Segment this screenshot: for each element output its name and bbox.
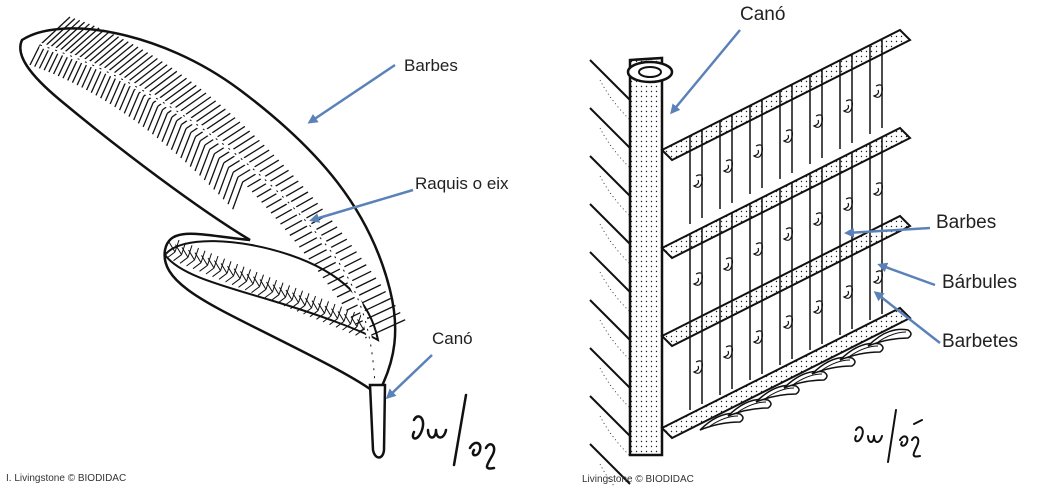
credit-left: I. Livingstone © BIODIDAC xyxy=(6,473,126,484)
label-barbes-right: Barbes xyxy=(936,212,996,234)
shaft xyxy=(630,58,662,455)
label-barbes-left: Barbes xyxy=(404,56,458,76)
label-cano-left: Canó xyxy=(432,329,473,349)
feather-calamus xyxy=(370,385,385,458)
arrow-cano-left xyxy=(388,355,432,397)
label-raquis: Raquis o eix xyxy=(415,174,509,194)
whole-feather-illustration xyxy=(20,17,405,458)
arrow-barbes-left xyxy=(310,65,395,122)
credit-right: Livingstone © BIODIDAC xyxy=(582,474,694,485)
label-cano-right: Canó xyxy=(740,4,785,26)
label-barbetes: Barbetes xyxy=(942,331,1018,353)
label-barbules: Bárbules xyxy=(942,272,1017,294)
signature-left xyxy=(413,395,494,469)
magnified-barbs-illustration xyxy=(578,30,976,486)
